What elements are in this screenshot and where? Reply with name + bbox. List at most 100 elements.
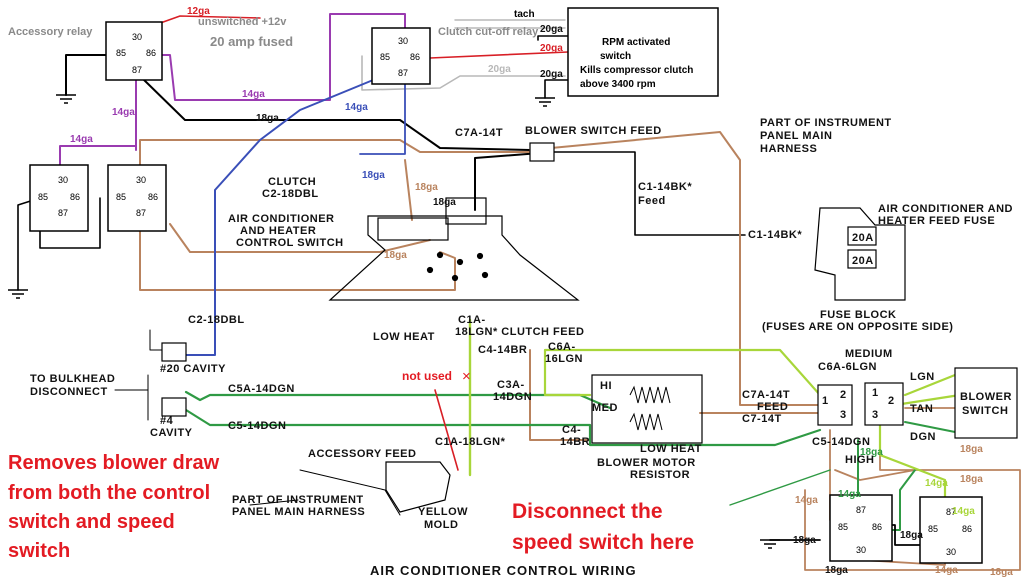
control-switch [328, 197, 580, 301]
resistor-coils [629, 385, 671, 431]
gauge-14ga: 14ga [242, 89, 265, 100]
ground-symbols [8, 94, 780, 549]
bulkhead-label: DISCONNECT [30, 386, 108, 398]
wire-green-c5a [184, 390, 612, 410]
c3a-label: 14DGN [493, 391, 532, 403]
label: 87 [136, 208, 146, 218]
c2b-label: C2-18DBL [188, 314, 245, 326]
gauge-18ga: 18ga [415, 182, 438, 193]
gauge-labels: 12ga 20ga 20ga 20ga 20ga 14ga 14ga 14ga … [70, 6, 1013, 578]
fuse-block [814, 207, 906, 301]
gauge-20ga: 20ga [540, 24, 563, 35]
gauge-14ga: 14ga [795, 495, 818, 506]
gauge-14ga: 14ga [345, 102, 368, 113]
dgn-label: DGN [910, 431, 936, 443]
rpm-switch-box: RPM activated switch Kills compressor cl… [567, 7, 719, 97]
c6a-label: C6A- [548, 341, 576, 353]
wire-tan-c4 [529, 349, 591, 441]
conn-pin: 2 [888, 395, 895, 407]
gauge-14ga: 14ga [952, 506, 975, 517]
c5-label: C5-14DGN [228, 420, 286, 432]
wire-black-20ga-top [537, 35, 569, 41]
wire-black-feed [474, 151, 554, 211]
blower-switch-label: SWITCH [962, 405, 1008, 417]
panel-harness-label: PART OF INSTRUMENT [760, 117, 892, 129]
control-switch-label: AIR CONDITIONER [228, 213, 335, 225]
wire-black-c1 [552, 151, 746, 236]
label: 30 [946, 547, 956, 557]
relay-accessory: 30 85 86 87 [105, 21, 163, 81]
wire-red-20ga-clutch [429, 51, 569, 59]
gauge-18ga: 18ga [256, 113, 279, 124]
tach-label: tach [514, 9, 535, 20]
c2-label: C2-18DBL [262, 188, 319, 200]
ground-icon [56, 94, 76, 104]
wire-blue-18ga [359, 79, 406, 155]
resistor-label: RESISTOR [630, 469, 690, 481]
ground-icon [760, 539, 780, 549]
gauge-12ga: 12ga [187, 6, 210, 17]
wire-black-18ga [141, 77, 531, 151]
gauge-18ga: 18ga [900, 530, 923, 541]
label: 87 [132, 65, 142, 75]
c6a-6lgn-label: C6A-6LGN [818, 361, 877, 373]
gauge-14ga: 14ga [935, 565, 958, 576]
fuse-label: HEATER FEED FUSE [878, 215, 995, 227]
label: 86 [410, 52, 420, 62]
wire-black-acc-gnd [65, 54, 107, 96]
high-label: HIGH [845, 454, 875, 466]
wire-green-c5 [184, 408, 822, 447]
arrow-not-used [434, 389, 459, 471]
c5a-label: C5A-14DGN [228, 383, 295, 395]
gauge-20ga: 20ga [488, 64, 511, 75]
control-switch-label: CONTROL SWITCH [236, 237, 344, 249]
med-label: MED [592, 402, 618, 414]
panel-harness-label: HARNESS [760, 143, 817, 155]
fuse-20a: 20A [852, 232, 874, 244]
label: 86 [148, 192, 158, 202]
label: 87 [946, 507, 956, 517]
conn-pin: 2 [840, 389, 847, 401]
removes-note: from both the control [8, 482, 210, 504]
label: 30 [58, 175, 68, 185]
label: Kills compressor clutch [580, 65, 693, 76]
fuse-label: AIR CONDITIONER AND [878, 203, 1013, 215]
c3a-label: C3A- [497, 379, 525, 391]
label: 87 [398, 68, 408, 78]
clutch-label: CLUTCH [268, 176, 316, 188]
wire-tan-main [139, 199, 456, 291]
label: 86 [70, 192, 80, 202]
cavity4-label: #4 [160, 415, 174, 427]
c6a-label: 16LGN [545, 353, 583, 365]
low-heat-label: LOW HEAT [373, 331, 435, 343]
gauge-18ga: 18ga [362, 170, 385, 181]
c7a-feed-label: C7A-14T [742, 389, 790, 401]
feed-label: Feed [638, 195, 666, 207]
gauge-18ga: 18ga [990, 567, 1013, 578]
wire-grey-20ga [361, 55, 566, 91]
unswitched-label: unswitched +12v [198, 16, 287, 28]
wire-lgn-right [878, 373, 962, 507]
wire-grey-tach [454, 19, 566, 29]
label: above 3400 rpm [580, 79, 656, 90]
c7a-feed-label: FEED [757, 401, 788, 413]
label: 30 [398, 36, 408, 46]
removes-note: Removes blower draw [8, 452, 220, 474]
gauge-18ga: 18ga [384, 250, 407, 261]
accessory-feed-label: ACCESSORY FEED [308, 448, 416, 460]
c1a-clutch-label: 18LGN* CLUTCH FEED [455, 326, 584, 338]
label: 85 [838, 522, 848, 532]
conn-pin: 3 [872, 409, 879, 421]
control-switch-label: AND HEATER [240, 225, 316, 237]
accessory-relay-label: Accessory relay [8, 26, 93, 38]
conn-pin: 3 [840, 409, 847, 421]
wire-blue-14ga [184, 77, 379, 356]
gauge-18ga: 18ga [960, 444, 983, 455]
wire-tan-18ga-sw [169, 223, 431, 253]
not-used-label: not used [402, 369, 452, 383]
relay-bottom-b: 87 85 86 30 [919, 496, 983, 564]
label: 86 [962, 524, 972, 534]
cavity20-label: #20 CAVITY [160, 363, 226, 375]
gauge-18ga: 18ga [960, 474, 983, 485]
